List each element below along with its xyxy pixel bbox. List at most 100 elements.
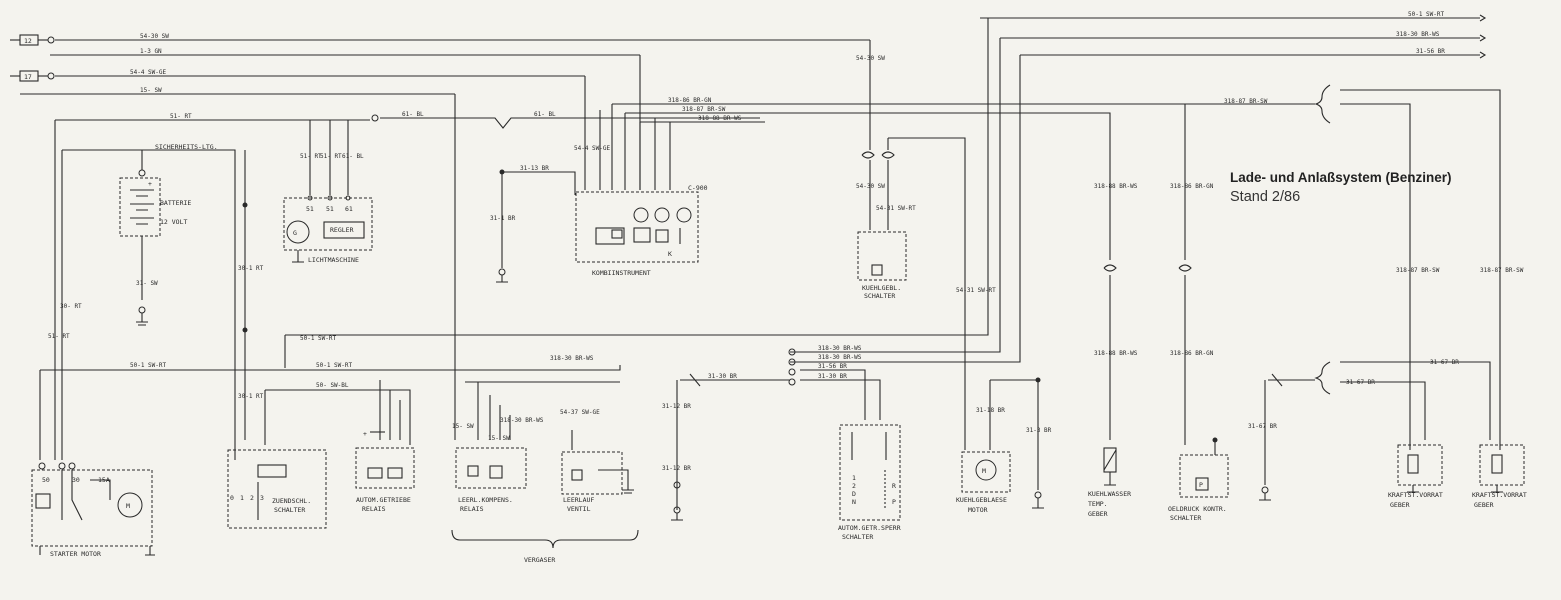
svg-text:M: M (982, 467, 986, 475)
bracket-icon (1314, 84, 1331, 124)
wire-label: 61- BL (402, 111, 424, 118)
svg-text:+: + (363, 430, 367, 438)
oil-switch-label: OELDRUCK KONTR. (1168, 505, 1227, 513)
wire-label: 318-87 BR-SW (1224, 98, 1268, 105)
svg-text:N: N (852, 498, 856, 506)
wire-label: 31-56 BR (818, 363, 847, 370)
gauge-icon (676, 207, 692, 223)
svg-text:61: 61 (345, 205, 353, 213)
regulator-label: REGLER (330, 226, 354, 234)
wire-label: 318-88 BR-WS (698, 115, 742, 122)
svg-text:2: 2 (852, 482, 856, 490)
oil-symbol: P (1199, 481, 1203, 489)
wire-label: 318-86 BR-GN (1170, 183, 1214, 190)
inhibitor-switch: 1 2 D N R P AUTOM.GETR.SPERR SCHALTER (788, 38, 1021, 541)
gauge-icon (654, 207, 670, 223)
wire-labels: 54-30 SW 1-3 GN 54-4 SW-GE 15- SW 51- RT… (48, 11, 1524, 472)
svg-text:1: 1 (852, 474, 856, 482)
wire-label: 15- SW (452, 423, 474, 430)
svg-text:0: 0 (230, 494, 234, 502)
wire-label: 31-67 BR (1346, 379, 1375, 386)
svg-text:1: 1 (240, 494, 244, 502)
wire-label: 61- BL (342, 153, 364, 160)
battery: + BATTERIE 12 VOLT SICHERHEITS-LTG. (62, 143, 248, 460)
coolant-switch-label: KUEHLGEBL. (862, 284, 901, 292)
wire-label: 318-87 BR-SW (1480, 267, 1524, 274)
wire-label: 31-13 BR (520, 165, 549, 172)
blower-label: KUEHLGEBLAESE (956, 496, 1007, 504)
coolant-switch-label2: SCHALTER (864, 292, 895, 300)
wire-label: 31-3 BR (1026, 427, 1052, 434)
fuel-sender-2-label2: GEBER (1474, 501, 1494, 509)
wire-label: 51- RT (48, 333, 70, 340)
wire-label: 318-30 BR-WS (818, 354, 862, 361)
wire-label: 30- RT (60, 303, 82, 310)
wire-label: 318-86 BR-GN (1170, 350, 1214, 357)
inhibitor-label2: SCHALTER (842, 533, 873, 541)
wire-label: 30-1 RT (238, 265, 264, 272)
wire-label: 50- SW-BL (316, 382, 349, 389)
starter-label: STARTER MOTOR (50, 550, 101, 558)
ignition-switch: 0 1 2 3 ZUENDSCHL. SCHALTER (227, 389, 411, 529)
wire-label: 54-4 SW-GE (130, 69, 167, 76)
wire-label: 15- SW (488, 435, 510, 442)
diagram-subtitle: Stand 2/86 (1230, 189, 1301, 205)
fuel-senders: KRAFTST.VORRAT GEBER KRAFTST.VORRAT GEBE… (1259, 361, 1527, 509)
wire-label: 318-30 BR-WS (550, 355, 594, 362)
auto-relay-label: AUTOM.GETRIEBE (356, 496, 411, 504)
edge-tag-label: 17 (24, 73, 32, 81)
svg-text:51: 51 (306, 205, 314, 213)
wire-label: 54-31 SW-RT (876, 205, 916, 212)
svg-text:50: 50 (42, 476, 50, 484)
wire-label: 318-87 BR-SW (1396, 267, 1440, 274)
wire-label: 31-56 BR (1416, 48, 1445, 55)
gauge-icon (633, 207, 649, 223)
wire-label: 318-87 BR-SW (682, 106, 726, 113)
blower-motor: M KUEHLGEBLAESE MOTOR (956, 377, 1044, 514)
instrument-pin: K (668, 250, 672, 258)
battery-voltage: 12 VOLT (160, 218, 187, 226)
diagram-title: Lade- und Anlaßsystem (Benziner) (1230, 170, 1452, 185)
temp-sender-label3: GEBER (1088, 510, 1108, 518)
fuel-sender-1-label: KRAFTST.VORRAT (1388, 491, 1443, 499)
ignition-switch-label2: SCHALTER (274, 506, 305, 514)
svg-text:30: 30 (72, 476, 80, 484)
fuel-sender-2-label: KRAFTST.VORRAT (1472, 491, 1527, 499)
fuel-sender-1-label2: GEBER (1390, 501, 1410, 509)
alternator: 51 51 61 G REGLER LICHTMASCHINE (283, 114, 379, 264)
battery-label: BATTERIE (160, 199, 191, 207)
wire-label: 318-30 BR-WS (818, 345, 862, 352)
ignition-switch-label: ZUENDSCHL. (272, 497, 311, 505)
temp-sender: KUEHLWASSER TEMP. GEBER (765, 112, 1131, 518)
wire-label: 31-30 BR (818, 373, 847, 380)
edge-connector-17: 17 (10, 70, 55, 82)
svg-text:R: R (892, 482, 896, 490)
svg-text:P: P (892, 498, 896, 506)
coolant-switch: KUEHLGEBL. SCHALTER (857, 40, 966, 450)
auto-relay-label2: RELAIS (362, 505, 386, 513)
wire-label: 31- SW (136, 280, 158, 287)
instrument-code: C-900 (688, 184, 708, 192)
wire-label: 15- SW (140, 87, 162, 94)
right-edge-arrows (1314, 14, 1487, 395)
wire-label: 31-12 BR (662, 403, 691, 410)
wire-label: 50-1 SW-RT (300, 335, 337, 342)
svg-text:G: G (293, 229, 297, 237)
wire-label: 51- RT (320, 153, 342, 160)
carburetor-label: VERGASER (524, 556, 555, 564)
wire-label: 31-12 BR (662, 465, 691, 472)
wire-label: 54-30 SW (856, 55, 885, 62)
edge-connector-12: 12 (10, 34, 55, 46)
motor-icon (117, 492, 143, 518)
edge-tag-label: 12 (24, 37, 32, 45)
top-bus-wires (20, 17, 1501, 450)
wire-label: 318-88 BR-WS (1094, 183, 1138, 190)
idle-relay-label: LEERL.KOMPENS. (458, 496, 513, 504)
alternator-symbol-icon (286, 220, 310, 244)
idle-relay-label2: RELAIS (460, 505, 484, 513)
wire-label: 31-30 BR (708, 373, 737, 380)
wire-label: 51- RT (170, 113, 192, 120)
wire-label: 31-1 BR (490, 215, 516, 222)
instrument-label: KOMBIINSTRUMENT (592, 269, 651, 277)
